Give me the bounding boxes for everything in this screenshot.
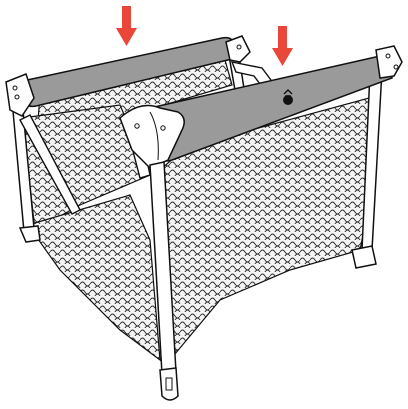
lock-button-icon: [283, 89, 293, 105]
left-cross-brace: [19, 114, 81, 215]
left-corner-bracket: [5, 73, 35, 117]
press-down-arrow-right: [272, 26, 293, 66]
floor-mesh-panel: [27, 194, 161, 362]
back-left-foot: [18, 225, 41, 243]
press-down-arrow-left: [116, 6, 137, 46]
right-foot: [351, 245, 377, 269]
front-corner-bracket: [119, 104, 185, 169]
front-foot: [159, 367, 179, 401]
right-corner-bracket: [375, 45, 403, 79]
